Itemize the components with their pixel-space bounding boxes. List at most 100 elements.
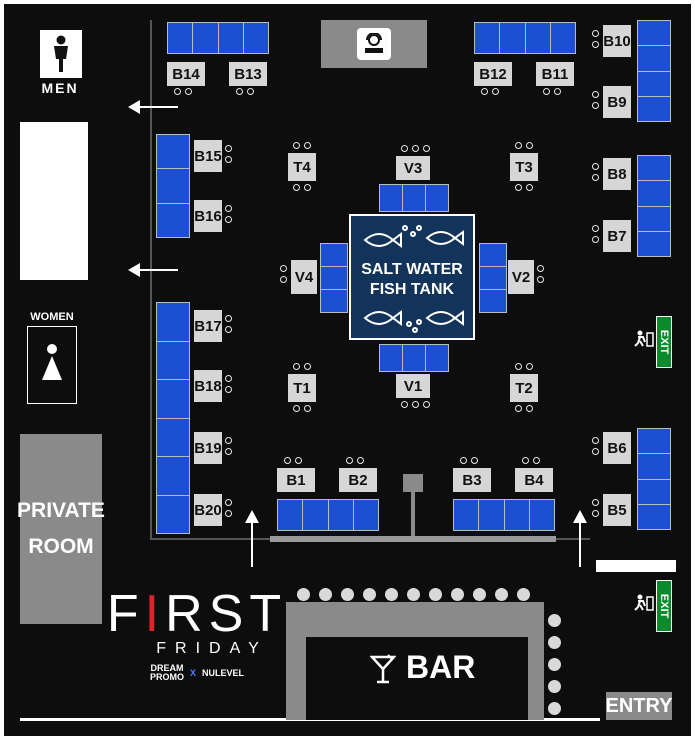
table-b1[interactable]: B1 [277,468,315,492]
stools-b18 [225,375,232,393]
logo-title-part2: RST [165,585,288,643]
female-restroom-icon [42,344,62,380]
table-b13[interactable]: B13 [229,62,267,86]
cocktail-icon [370,654,396,684]
table-b15[interactable]: B15 [194,140,222,172]
bar-stool [297,588,310,601]
bar-stool [548,636,561,649]
men-restroom-label: MEN [41,80,79,96]
table-b17[interactable]: B17 [194,310,222,342]
stools-b15 [225,145,232,163]
exit-sign-lower: EXIT [656,580,672,632]
table-t1[interactable]: T1 [288,374,316,402]
stools-b12 [481,88,499,95]
sofa-tank-right [479,243,507,313]
table-b8[interactable]: B8 [603,158,631,190]
exit-sign-right: EXIT [656,316,672,368]
stools-b4 [522,457,540,464]
stools-b19 [225,437,232,455]
sofa-bottom-left [277,499,379,531]
dj-booth[interactable] [321,20,427,68]
table-b9[interactable]: B9 [603,86,631,118]
stools-t1-top [293,363,311,370]
sofa-right-middle [637,155,671,257]
bar-stool [548,658,561,671]
bar-stool [385,588,398,601]
sofa-left-upper [156,134,190,238]
stools-v1 [401,401,430,408]
table-b10[interactable]: B10 [603,25,631,57]
table-b5[interactable]: B5 [603,494,631,526]
stools-t4-bottom [293,184,311,191]
table-b16[interactable]: B16 [194,200,222,232]
stools-t2-bottom [515,405,533,412]
sofa-top-right [474,22,576,54]
event-logo: FIRST FRIDAY DREAM PROMO X NULEVEL [104,588,290,682]
private-room[interactable]: PRIVATE ROOM [17,434,105,624]
sofa-right-bottom [637,428,671,530]
stools-v4 [280,265,287,283]
table-b11[interactable]: B11 [536,62,574,86]
bar-stool [429,588,442,601]
exit-label: EXIT [658,329,671,355]
stools-t3-bottom [515,184,533,191]
sofa-tank-bottom [379,344,449,372]
table-b2[interactable]: B2 [339,468,377,492]
bar-area [306,637,528,720]
stage-podium [403,474,423,492]
stools-t2-top [515,363,533,370]
logo-title-part1: F [106,585,145,643]
table-v2[interactable]: V2 [508,260,534,294]
table-b20[interactable]: B20 [194,494,222,526]
table-t2[interactable]: T2 [510,374,538,402]
men-restroom-sign [40,30,82,78]
stools-t4-top [293,142,311,149]
stage-podium-stand [411,492,415,536]
stools-v3 [401,145,430,152]
stools-b3 [460,457,478,464]
table-b6[interactable]: B6 [603,432,631,464]
fish-tank[interactable]: SALT WATER FISH TANK [349,214,475,340]
table-v4[interactable]: V4 [291,260,317,294]
table-b18[interactable]: B18 [194,370,222,402]
entry-label: ENTRY [605,694,673,717]
stools-b5 [592,499,599,517]
private-room-line1: PRIVATE [17,499,105,522]
stools-b8 [592,163,599,181]
partner-logos: DREAM PROMO X NULEVEL [104,664,290,682]
stools-b20 [225,499,232,517]
table-t4[interactable]: T4 [288,153,316,181]
stools-b6 [592,437,599,455]
logo-subtitle: FRIDAY [156,640,268,657]
table-v3[interactable]: V3 [396,156,430,180]
bar-stool [548,680,561,693]
entry-sign[interactable]: ENTRY [605,692,673,720]
fish-icon [363,310,464,333]
direction-arrow-left [128,263,178,277]
bar-stool [517,588,530,601]
direction-arrow-up [245,510,259,567]
table-b7[interactable]: B7 [603,220,631,252]
stools-b2 [346,457,364,464]
table-v1[interactable]: V1 [396,374,430,398]
sofa-tank-left [320,243,348,313]
stools-b10 [592,30,599,48]
table-b3[interactable]: B3 [453,468,491,492]
sofa-tank-top [379,184,449,212]
bar-stool [548,614,561,627]
table-b12[interactable]: B12 [474,62,512,86]
bar-stool [407,588,420,601]
table-t3[interactable]: T3 [510,153,538,181]
dream-promo-logo: DREAM PROMO [150,664,184,682]
table-b4[interactable]: B4 [515,468,553,492]
partner-separator: X [189,668,196,678]
sofa-right-top [637,20,671,122]
table-b19[interactable]: B19 [194,432,222,464]
table-b14[interactable]: B14 [167,62,205,86]
bar-stool [341,588,354,601]
bar-stool [473,588,486,601]
stools-b1 [284,457,302,464]
stools-b16 [225,205,232,223]
bar-stool [451,588,464,601]
